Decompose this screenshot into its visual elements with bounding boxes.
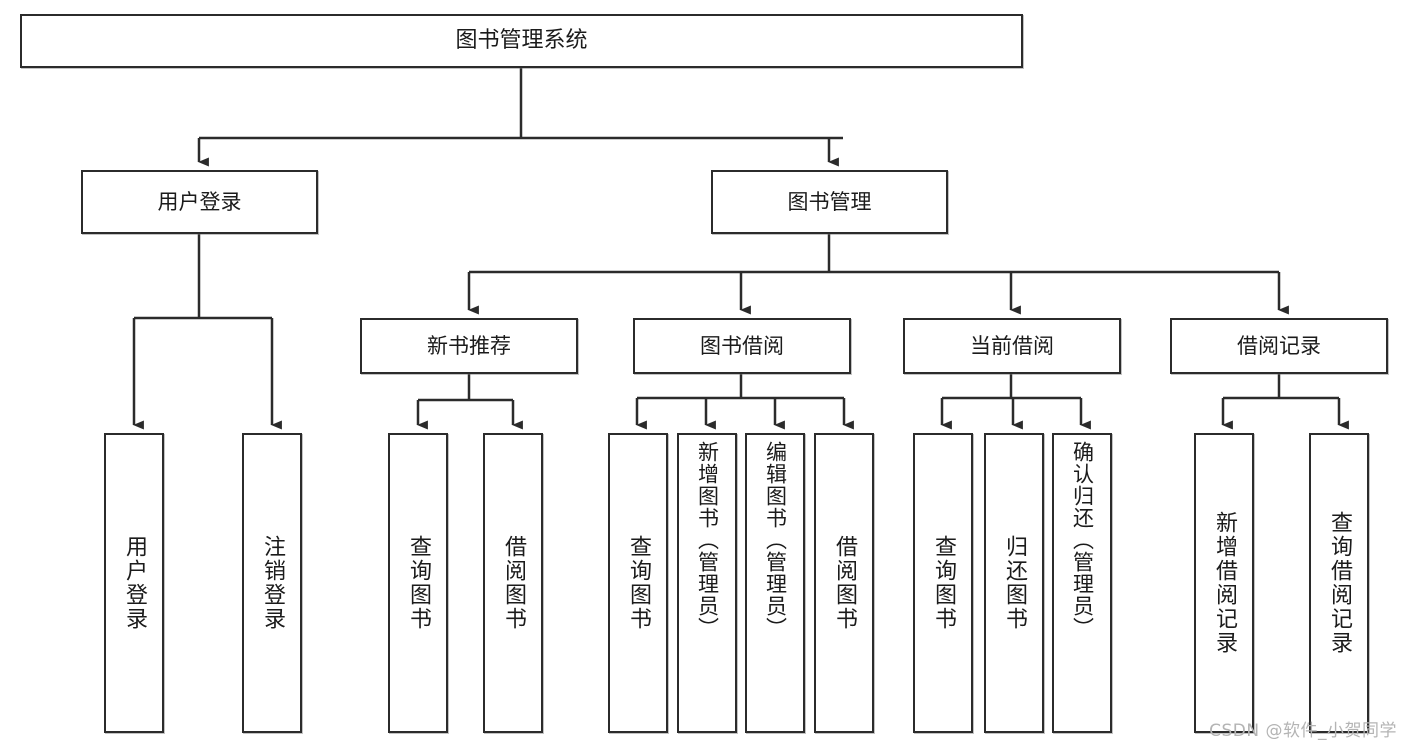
node-current-borrow[interactable]: 当前借阅 — [903, 318, 1121, 374]
leaf-logout[interactable]: 注销登录 — [242, 433, 302, 733]
leaf-query-borrow-record[interactable]: 查询借阅记录 — [1309, 433, 1369, 733]
node-root-system[interactable]: 图书管理系统 — [20, 14, 1023, 68]
node-label: 查询图书 — [406, 535, 431, 631]
watermark-text: CSDN @软件_小贺同学 — [1209, 721, 1397, 741]
node-label: 确认归还（管理员） — [1070, 441, 1095, 639]
node-label: 借阅图书 — [501, 535, 526, 631]
leaf-add-book-admin[interactable]: 新增图书（管理员） — [677, 433, 737, 733]
leaf-edit-book-admin[interactable]: 编辑图书（管理员） — [745, 433, 805, 733]
node-label: 借阅图书 — [832, 535, 857, 631]
leaf-borrow-book-borrow[interactable]: 借阅图书 — [814, 433, 874, 733]
node-label: 查询图书 — [626, 535, 651, 631]
node-label: 查询图书 — [931, 535, 956, 631]
node-borrow-record[interactable]: 借阅记录 — [1170, 318, 1388, 374]
node-label: 新增图书（管理员） — [695, 441, 720, 639]
node-label: 注销登录 — [260, 535, 285, 631]
node-label: 当前借阅 — [970, 333, 1054, 358]
leaf-query-book-borrow[interactable]: 查询图书 — [608, 433, 668, 733]
node-label: 新增借阅记录 — [1212, 511, 1237, 655]
node-label: 用户登录 — [122, 535, 147, 631]
node-book-manage[interactable]: 图书管理 — [711, 170, 948, 234]
node-new-book-recommend[interactable]: 新书推荐 — [360, 318, 578, 374]
node-label: 借阅记录 — [1237, 333, 1321, 358]
leaf-query-book-current[interactable]: 查询图书 — [913, 433, 973, 733]
node-label: 查询借阅记录 — [1327, 511, 1352, 655]
node-label: 用户登录 — [157, 189, 242, 214]
leaf-borrow-book-recommend[interactable]: 借阅图书 — [483, 433, 543, 733]
node-label: 图书借阅 — [700, 333, 784, 358]
leaf-query-book-recommend[interactable]: 查询图书 — [388, 433, 448, 733]
node-book-borrow[interactable]: 图书借阅 — [633, 318, 851, 374]
leaf-confirm-return-admin[interactable]: 确认归还（管理员） — [1052, 433, 1112, 733]
node-label: 图书管理系统 — [455, 28, 588, 54]
node-label: 新书推荐 — [427, 333, 511, 358]
node-label: 编辑图书（管理员） — [763, 441, 788, 639]
leaf-add-borrow-record[interactable]: 新增借阅记录 — [1194, 433, 1254, 733]
node-label: 归还图书 — [1002, 535, 1027, 631]
node-user-login[interactable]: 用户登录 — [81, 170, 318, 234]
node-label: 图书管理 — [787, 189, 872, 214]
leaf-user-login[interactable]: 用户登录 — [104, 433, 164, 733]
leaf-return-book[interactable]: 归还图书 — [984, 433, 1044, 733]
